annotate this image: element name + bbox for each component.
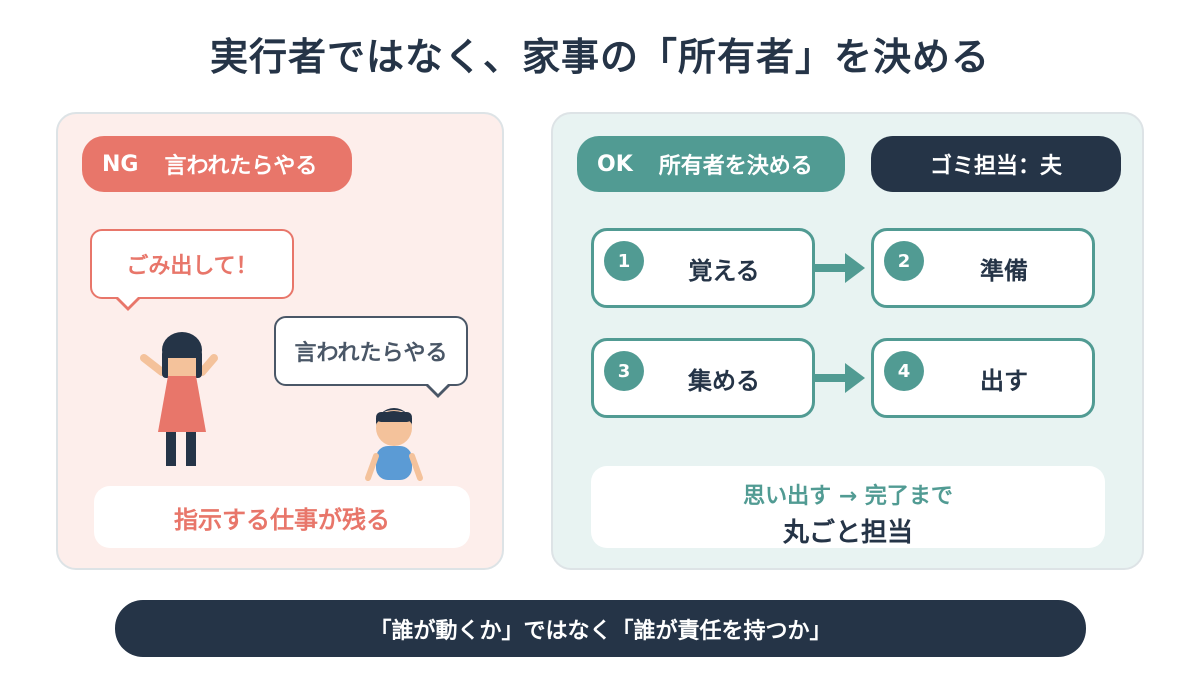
- step-number-badge: 4: [884, 351, 924, 391]
- step-label: 準備: [980, 256, 1028, 285]
- reply-speech-bubble: 言われたらやる: [274, 316, 468, 386]
- ok-panel: OK 所有者を決める ゴミ担当：夫 1 覚える 2 準備 3 集める 4 出す …: [551, 112, 1144, 570]
- ng-result-box: 指示する仕事が残る: [94, 486, 470, 548]
- step-label: 集める: [688, 366, 760, 395]
- step-remember: 1 覚える: [591, 228, 815, 308]
- ng-badge-code: NG: [102, 151, 139, 177]
- boy-figure-icon: [365, 408, 423, 481]
- ok-summary-box: 思い出す → 完了まで 丸ごと担当: [591, 466, 1105, 548]
- footer-message: 「誰が動くか」ではなく「誰が責任を持つか」: [115, 600, 1086, 657]
- step-label: 覚える: [688, 256, 760, 285]
- woman-figure-icon: [140, 332, 218, 466]
- summary-line-1: 思い出す → 完了まで: [743, 484, 953, 509]
- summary-line-2: 丸ごと担当: [782, 518, 913, 548]
- step-number-badge: 1: [604, 241, 644, 281]
- people-illustration: [140, 332, 423, 481]
- arrow-right-icon: [815, 253, 867, 283]
- ng-badge-text: 言われたらやる: [164, 154, 318, 179]
- ng-badge: NG 言われたらやる: [82, 136, 352, 192]
- ok-badge: OK 所有者を決める: [577, 136, 845, 192]
- ok-badge-text: 所有者を決める: [658, 154, 813, 179]
- page-title: 実行者ではなく、家事の「所有者」を決める: [209, 35, 990, 79]
- owner-badge: ゴミ担当：夫: [871, 136, 1121, 192]
- step-number-badge: 3: [604, 351, 644, 391]
- ng-panel: NG 言われたらやる ごみ出して！ 言われたらやる: [56, 112, 504, 570]
- step-take-out: 4 出す: [871, 338, 1095, 418]
- step-number-badge: 2: [884, 241, 924, 281]
- step-collect: 3 集める: [591, 338, 815, 418]
- step-prepare: 2 準備: [871, 228, 1095, 308]
- request-speech-bubble: ごみ出して！: [90, 229, 294, 299]
- ok-badge-code: OK: [597, 151, 633, 177]
- arrow-right-icon: [815, 363, 867, 393]
- step-label: 出す: [980, 366, 1028, 395]
